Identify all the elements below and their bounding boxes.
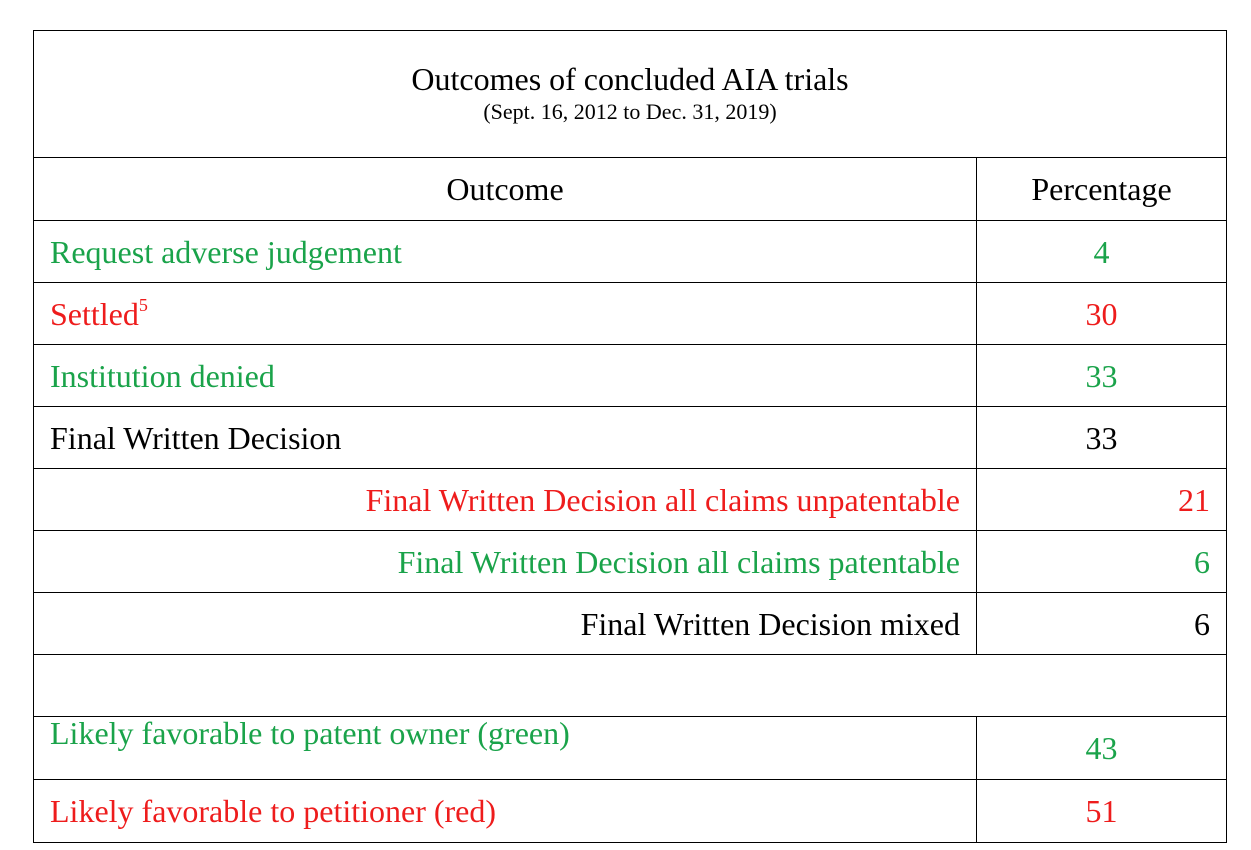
table-row: Final Written Decision 33 xyxy=(33,406,1228,469)
table-row: Institution denied 33 xyxy=(33,344,1228,407)
outcome-label: Institution denied xyxy=(33,344,977,407)
summary-value: 43 xyxy=(975,716,1228,780)
percentage-value: 4 xyxy=(975,220,1228,283)
summary-row: Likely favorable to patent owner (green)… xyxy=(33,716,1228,780)
percentage-value: 33 xyxy=(975,406,1228,469)
table-title-row: Outcomes of concluded AIA trials (Sept. … xyxy=(32,30,1228,158)
table-row: Request adverse judgement 4 xyxy=(33,220,1228,283)
percentage-value: 6 xyxy=(975,530,1228,593)
outcome-label-text: Request adverse judgement xyxy=(50,233,402,270)
column-header-percentage: Percentage xyxy=(975,157,1228,221)
outcome-label-text: Settled xyxy=(50,295,139,332)
outcome-label-text: Institution denied xyxy=(50,357,275,394)
summary-value: 51 xyxy=(975,779,1228,843)
table-summary-body: Likely favorable to patent owner (green)… xyxy=(33,716,1228,843)
footnote-marker: 5 xyxy=(138,294,148,315)
table-row: Final Written Decision all claims unpate… xyxy=(33,468,1228,531)
outcome-label-text: Final Written Decision mixed xyxy=(580,605,960,642)
outcome-label-text: Final Written Decision xyxy=(50,419,342,456)
percentage-value: 6 xyxy=(975,592,1228,655)
outcomes-table: Outcomes of concluded AIA trials (Sept. … xyxy=(32,30,1228,843)
percentage-value: 21 xyxy=(975,468,1228,531)
outcome-label: Final Written Decision xyxy=(33,406,977,469)
summary-label: Likely favorable to petitioner (red) xyxy=(33,779,977,843)
column-header-outcome: Outcome xyxy=(33,157,977,221)
table-row: Final Written Decision all claims patent… xyxy=(33,530,1228,593)
outcome-label-text: Final Written Decision all claims unpate… xyxy=(365,481,960,518)
table-title: Outcomes of concluded AIA trials xyxy=(411,61,849,97)
percentage-value: 33 xyxy=(975,344,1228,407)
table-row: Final Written Decision mixed 6 xyxy=(33,592,1228,655)
blank-separator-row xyxy=(32,654,1228,717)
summary-row: Likely favorable to petitioner (red)51 xyxy=(33,779,1228,843)
table-header-row: Outcome Percentage xyxy=(33,157,1228,221)
outcome-label-text: Final Written Decision all claims patent… xyxy=(397,543,960,580)
outcome-label: Final Written Decision all claims unpate… xyxy=(33,468,977,531)
outcome-label: Request adverse judgement xyxy=(33,220,977,283)
blank-separator-cell xyxy=(32,654,1228,717)
percentage-value: 30 xyxy=(975,282,1228,345)
outcome-label: Final Written Decision all claims patent… xyxy=(33,530,977,593)
outcome-label: Settled5 xyxy=(33,282,977,345)
summary-label: Likely favorable to patent owner (green) xyxy=(33,716,977,780)
table-subtitle: (Sept. 16, 2012 to Dec. 31, 2019) xyxy=(483,99,777,124)
outcome-label: Final Written Decision mixed xyxy=(33,592,977,655)
table-title-cell: Outcomes of concluded AIA trials (Sept. … xyxy=(32,30,1228,158)
